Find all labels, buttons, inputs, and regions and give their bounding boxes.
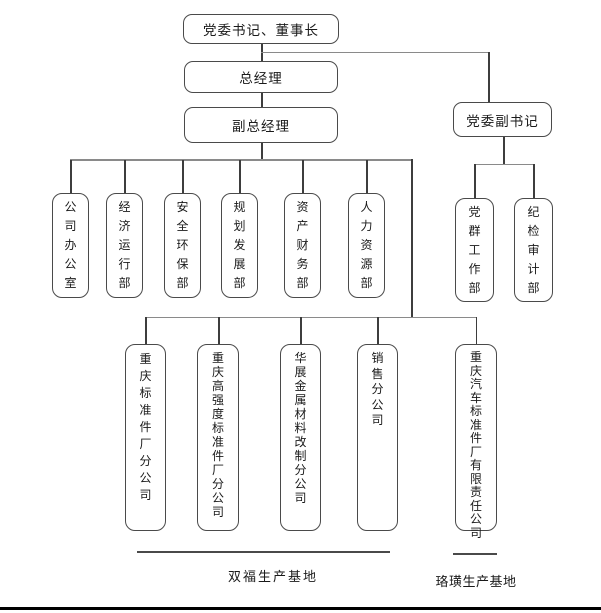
dept-label: 纪检审计部: [527, 204, 540, 295]
branch-label: 重庆汽车标准件厂有限责任公司: [470, 350, 483, 540]
org-box-dept-economic-operation: 经济运行部: [106, 193, 143, 298]
branch-label: 重庆标准件厂分公司: [139, 352, 152, 502]
connector-drop-branch-4: [377, 317, 379, 344]
org-box-deputy-general-manager: 副总经理: [184, 107, 338, 143]
org-box-party-secretary-chairman: 党委书记、董事长: [183, 14, 339, 44]
base-underline-luohuang: [453, 553, 497, 555]
connector-gm-dgm: [261, 93, 263, 107]
connector-drop-party-1: [474, 164, 476, 198]
dept-label: 党群工作部: [468, 204, 481, 295]
connector-dps-down: [503, 137, 505, 164]
dept-label: 人力资源部: [360, 200, 373, 290]
base-underline-shuangfu: [137, 551, 390, 553]
connector-drop-branch-3: [300, 317, 302, 344]
dept-label: 资产财务部: [296, 200, 309, 290]
org-box-dept-safety-environment: 安全环保部: [164, 193, 201, 298]
org-box-branch-cq-auto-standard-parts: 重庆汽车标准件厂有限责任公司: [455, 344, 497, 539]
branch-label: 华展金属材料改制分公司: [294, 351, 307, 505]
org-box-dept-party-mass-work: 党群工作部: [455, 198, 494, 302]
connector-drop-dept-4: [239, 160, 241, 193]
dept-label: 规划发展部: [233, 200, 246, 290]
org-box-dept-discipline-audit: 纪检审计部: [514, 198, 553, 302]
connector-party-bus: [474, 163, 535, 165]
connector-to-deputy-party-secretary: [488, 51, 490, 103]
connector-root-branch-right: [261, 51, 489, 53]
dept-label: 经济运行部: [118, 200, 131, 290]
branch-label: 重庆高强度标准件厂分公司: [212, 351, 225, 519]
connector-drop-dept-6: [366, 160, 368, 193]
connector-departments-bus: [70, 159, 412, 161]
branch-label: 销售分公司: [371, 351, 384, 427]
org-box-deputy-party-secretary: 党委副书记: [453, 102, 552, 137]
org-box-branch-cq-standard-parts: 重庆标准件厂分公司: [125, 344, 166, 531]
label-luohuang-production-base: 珞璜生产基地: [435, 575, 517, 590]
dept-label: 安全环保部: [176, 200, 189, 290]
org-box-branch-sales: 销售分公司: [357, 344, 398, 531]
org-box-dept-company-office: 公司办公室: [52, 193, 89, 298]
connector-drop-party-2: [533, 164, 535, 198]
connector-drop-branch-2: [218, 317, 220, 344]
org-box-branch-huazhan-metal: 华展金属材料改制分公司: [280, 344, 321, 531]
connector-drop-dept-5: [302, 160, 304, 193]
org-box-dept-asset-finance: 资产财务部: [284, 193, 321, 298]
connector-dgm-down: [261, 143, 263, 160]
page-bottom-rule: [0, 607, 601, 610]
connector-drop-branch-1: [145, 317, 147, 344]
label-shuangfu-production-base: 双福生产基地: [227, 570, 318, 585]
org-box-general-manager: 总经理: [184, 61, 338, 93]
org-box-branch-cq-high-strength: 重庆高强度标准件厂分公司: [197, 344, 239, 531]
connector-long-vertical: [411, 159, 413, 317]
connector-drop-dept-1: [70, 160, 72, 193]
connector-branches-bus: [145, 316, 477, 318]
org-box-dept-planning-development: 规划发展部: [221, 193, 258, 298]
org-box-dept-human-resources: 人力资源部: [348, 193, 385, 298]
connector-drop-dept-2: [124, 160, 126, 193]
connector-drop-dept-3: [182, 160, 184, 193]
dept-label: 公司办公室: [64, 200, 77, 290]
connector-drop-branch-5: [475, 317, 477, 344]
